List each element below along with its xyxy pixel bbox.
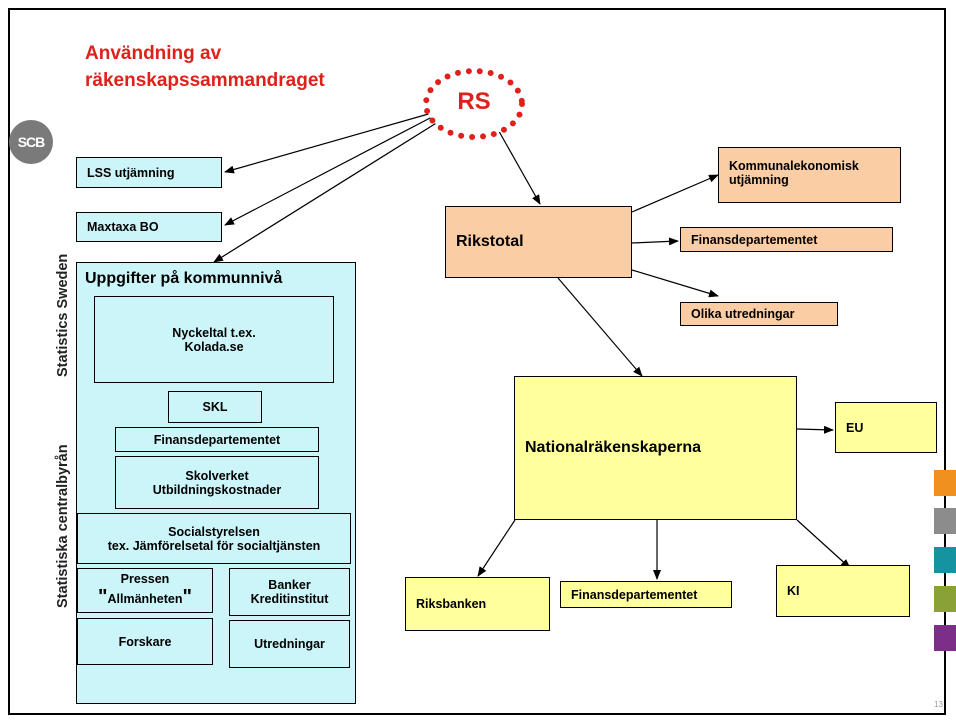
banker-line-2: Kreditinstitut [250,592,329,606]
swatch-purple [934,625,956,651]
finansdepartementet-right-box: Finansdepartementet [680,227,893,252]
kommunal-line-2: utjämning [729,173,789,187]
maxtaxa-box: Maxtaxa BO [76,212,222,242]
skl-box: SKL [168,391,262,423]
pressen-line-2: "Allmänheten" [98,586,192,609]
kommunalekonomisk-box: Kommunalekonomisk utjämning [718,147,901,203]
swatch-green [934,586,956,612]
arrow-nr-eu [796,425,834,434]
quote-open: " [98,586,108,608]
arrow-rikstotal-olika [631,269,719,298]
socialstyrelsen-line-2: tex. Jämförelsetal för socialtjänsten [107,538,321,553]
scb-logo: SCB [9,120,53,164]
page-number: 13 [934,700,943,709]
arrow-rikstotal-finans [631,237,679,246]
riksbanken-box: Riksbanken [405,577,550,631]
rs-label: RS [457,88,491,115]
forskare-box: Forskare [77,618,213,665]
nationalrakenskaperna-box: Nationalräkenskaperna [514,376,797,520]
title-line-1: Användning av [85,43,222,64]
rs-ellipse [423,68,525,140]
lss-box: LSS utjämning [76,157,222,188]
arrow-rs-panel [213,121,439,263]
swatch-orange [934,470,956,496]
arrow-nr-ki [796,519,851,569]
skolverket-line-1: Skolverket [185,468,249,483]
finansdepartementet-nr-box: Finansdepartementet [560,581,732,608]
eu-box: EU [835,402,937,453]
arrow-nr-riksbanken [477,519,516,577]
socialstyrelsen-line-1: Socialstyrelsen [168,524,260,539]
ki-box: KI [776,565,910,617]
utredningar-box: Utredningar [229,620,350,668]
rikstotal-box: Rikstotal [445,206,632,278]
skolverket-box: Skolverket Utbildningskostnader [115,456,319,509]
banker-box: Banker Kreditinstitut [229,568,350,616]
olika-utredningar-box: Olika utredningar [680,302,838,326]
swatch-teal [934,547,956,573]
arrow-rs-lss [224,112,433,174]
socialstyrelsen-box: Socialstyrelsen tex. Jämförelsetal för s… [77,513,351,564]
kommunal-line-1: Kommunalekonomisk [729,159,859,173]
swatch-gray [934,508,956,534]
arrow-rs-rikstotal [495,125,541,205]
nyckeltal-line-2: Kolada.se [184,339,244,354]
arrow-rikstotal-nr [557,277,643,377]
nyckeltal-line-1: Nyckeltal t.ex. [172,325,256,340]
panel-title: Uppgifter på kommunnivå [85,270,283,287]
finansdepartementet-left-box: Finansdepartementet [115,427,319,452]
banker-line-1: Banker [268,578,311,592]
pressen-box: Pressen "Allmänheten" [77,568,213,613]
nyckeltal-box: Nyckeltal t.ex. Kolada.se [94,296,334,383]
pressen-allmanheten: Allmänheten [107,592,183,606]
pressen-line-1: Pressen [120,572,170,586]
arrow-rikstotal-kommunal [631,174,719,213]
quote-close: " [182,586,192,608]
arrow-rs-maxtaxa [224,116,433,226]
slide-title: Användning av räkenskapssammandraget [85,40,415,94]
title-line-2: räkenskapssammandraget [85,70,325,91]
skolverket-line-2: Utbildningskostnader [152,482,282,497]
